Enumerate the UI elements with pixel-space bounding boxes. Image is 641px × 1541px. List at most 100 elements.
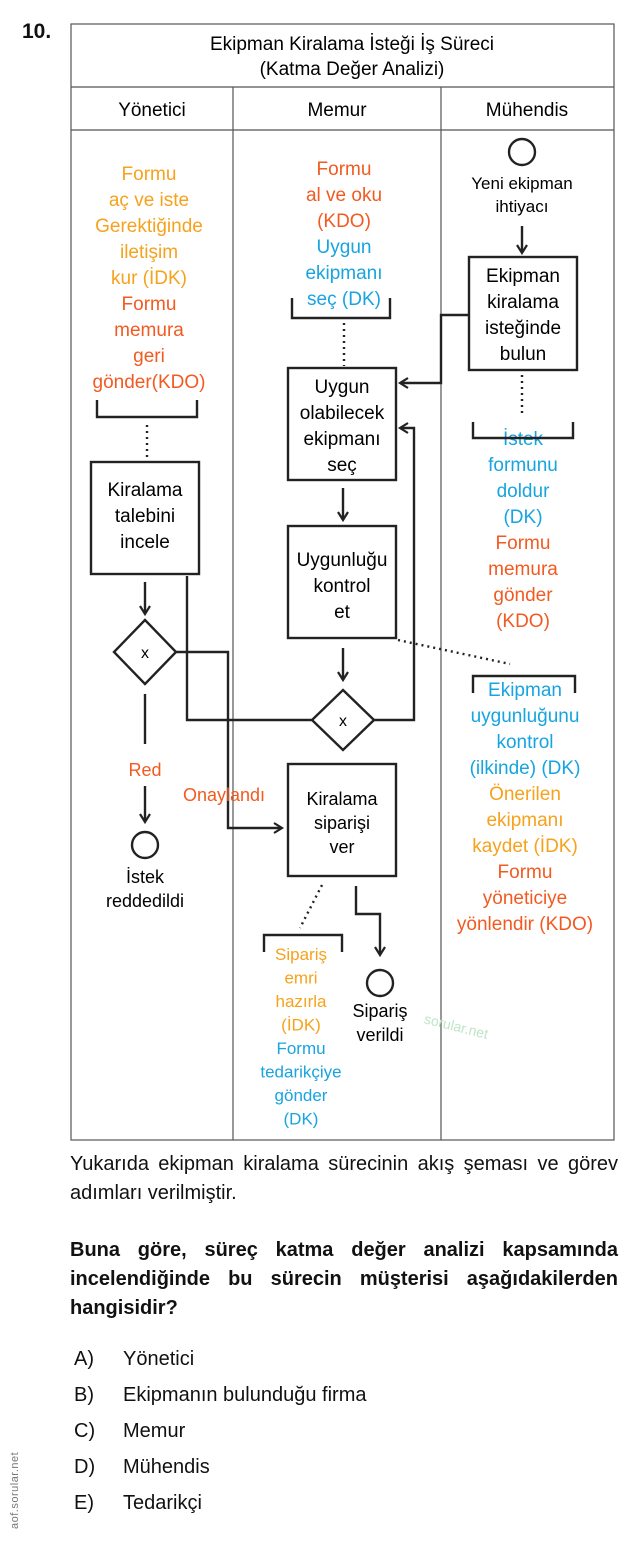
task-box-ekipman-kiralama-istegi: Ekipman kiralama isteğinde bulun	[467, 255, 579, 372]
diagram-text-line: memura	[114, 320, 184, 341]
diagram-text-line: al ve oku	[306, 185, 382, 206]
option-letter: E)	[74, 1492, 94, 1514]
diagram-text-line: hazırla	[275, 992, 327, 1011]
diagram-text-line: et	[334, 602, 351, 623]
diagram-text-line: Formu	[122, 164, 177, 185]
diagram-text-line: Uygunluğu	[297, 550, 388, 571]
diagram-text-line: yönlendir (KDO)	[457, 914, 593, 935]
diagram-text-line: memura	[488, 559, 558, 580]
diagram-text-line: incele	[120, 532, 170, 553]
diagram-text-line: ekipmanı	[486, 810, 563, 831]
annotation-brackets	[95, 298, 577, 952]
diagram-text-line: isteğinde	[485, 318, 561, 339]
memur-task-notes: Formu al ve oku (KDO) Uygun ekipmanı seç (DK)	[305, 159, 382, 310]
diagram-text-line: olabilecek	[300, 403, 385, 424]
lane-header-muhendis: Mühendis	[486, 100, 568, 121]
diagram-text-line: Uygun	[317, 237, 372, 258]
side-watermark: aof.sorular.net	[9, 1451, 21, 1529]
question-prompt: Buna göre, süreç katma değer analizi kap…	[70, 1239, 618, 1319]
diagram-text-line: kontrol	[313, 576, 370, 597]
option-text: Ekipmanın bulunduğu firma	[123, 1384, 367, 1406]
diagram-text-line: (KDO)	[317, 211, 371, 232]
diagram-text-line: Gerektiğinde	[95, 216, 203, 237]
end-event-siparis-verildi	[365, 968, 395, 998]
diagram-text-line: Uygun	[315, 377, 370, 398]
question-number: 10.	[22, 20, 52, 43]
diagram-text-line: kontrol	[496, 732, 553, 753]
diagram-title: Ekipman Kiralama İsteği İş Süreci	[210, 34, 494, 55]
option-d[interactable]: D) Mühendis	[74, 1456, 210, 1479]
diagram-text-line: (İDK)	[281, 1016, 321, 1035]
flow-arrows	[139, 226, 528, 958]
diagram-text-line: ekipmanı	[303, 429, 380, 450]
diagram-text-line: Formu	[122, 294, 177, 315]
option-letter: B)	[74, 1384, 94, 1406]
svg-text:x: x	[141, 645, 149, 662]
diagram-text-line: Formu	[498, 862, 553, 883]
option-text: Tedarikçi	[123, 1492, 202, 1514]
option-a[interactable]: A) Yönetici	[74, 1348, 194, 1371]
diagram-text-line: ver	[329, 837, 354, 857]
diagram-text-line: Sipariş	[275, 945, 327, 964]
question-text: Yukarıda ekipman kiralama sürecinin akış…	[70, 1153, 618, 1204]
muhendis-task-notes-1: İstekformunudoldur(DK)Formumemuragönder(…	[488, 429, 558, 632]
end-siparis-label-2: verildi	[356, 1025, 403, 1045]
task-box-kiralama-siparisi-ver: Kiralama siparişi ver	[286, 762, 398, 878]
diagram-text-line: Formu	[496, 533, 551, 554]
diagram-frame	[70, 23, 615, 1141]
diagram-text-line: Ekipman	[486, 266, 560, 287]
diagram-text-line: gönder(KDO)	[93, 372, 206, 393]
option-text: Mühendis	[123, 1456, 210, 1478]
gateway-memur: x	[310, 688, 376, 752]
lane-header-memur: Memur	[307, 100, 367, 121]
diagram-text-line: aç ve iste	[109, 190, 189, 211]
end-event-istek-reddedildi	[130, 830, 160, 860]
diagram-subtitle: (Katma Değer Analizi)	[260, 59, 445, 80]
diagram-text-line: kaydet (İDK)	[472, 836, 578, 857]
siparis-task-notes: Siparişemrihazırla(İDK)Formutedarikçiyeg…	[260, 945, 341, 1129]
diagram-text-line: kur (İDK)	[111, 268, 187, 289]
diagram-text-line: kiralama	[487, 292, 559, 313]
diagram-text-line: İstek	[503, 429, 544, 450]
end-istek-label-2: reddedildi	[106, 891, 184, 911]
svg-text:x: x	[339, 713, 347, 730]
diagram-text-line: tedarikçiye	[260, 1063, 341, 1082]
diagram-text-line: (ilkinde) (DK)	[470, 758, 581, 779]
diagram-text-line: bulun	[500, 344, 547, 365]
diagram-text-line: iletişim	[120, 242, 178, 263]
diagram-text-line: talebini	[115, 506, 175, 527]
label-onaylandi: Onaylandı	[183, 785, 265, 805]
flow-diagram: Ekipman Kiralama İsteği İş Süreci (Katma…	[70, 23, 615, 1141]
watermark-text: sorular.net	[423, 1010, 490, 1041]
lane-header-yonetici: Yönetici	[118, 100, 186, 121]
diagram-text-line: Önerilen	[489, 784, 561, 805]
start-event-label-2: ihtiyacı	[496, 197, 549, 216]
label-red: Red	[128, 760, 161, 780]
diagram-text-line: Ekipman	[488, 680, 562, 701]
option-letter: C)	[74, 1420, 96, 1442]
diagram-text-line: ekipmanı	[305, 263, 382, 284]
diagram-text-line: seç (DK)	[307, 289, 381, 310]
option-letter: A)	[74, 1348, 94, 1370]
diagram-text-line: seç	[327, 455, 357, 476]
end-siparis-label-1: Sipariş	[352, 1001, 407, 1021]
diagram-text-line: Formu	[317, 159, 372, 180]
option-b[interactable]: B) Ekipmanın bulunduğu firma	[74, 1384, 366, 1407]
dotted-connectors	[145, 323, 524, 929]
diagram-text-line: yöneticiye	[483, 888, 568, 909]
diagram-text-line: siparişi	[314, 813, 370, 833]
option-text: Yönetici	[123, 1348, 195, 1370]
diagram-text-line: (DK)	[284, 1110, 319, 1129]
start-event-label-1: Yeni ekipman	[471, 174, 572, 193]
diagram-text-line: gönder	[275, 1086, 328, 1105]
option-letter: D)	[74, 1456, 96, 1478]
diagram-text-line: emri	[284, 969, 317, 988]
diagram-text-line: geri	[133, 346, 165, 367]
diagram-text-line: Kiralama	[306, 789, 378, 809]
gateway-yonetici: x	[112, 618, 178, 686]
option-e[interactable]: E) Tedarikçi	[74, 1492, 202, 1515]
option-c[interactable]: C)Memur	[74, 1420, 185, 1443]
